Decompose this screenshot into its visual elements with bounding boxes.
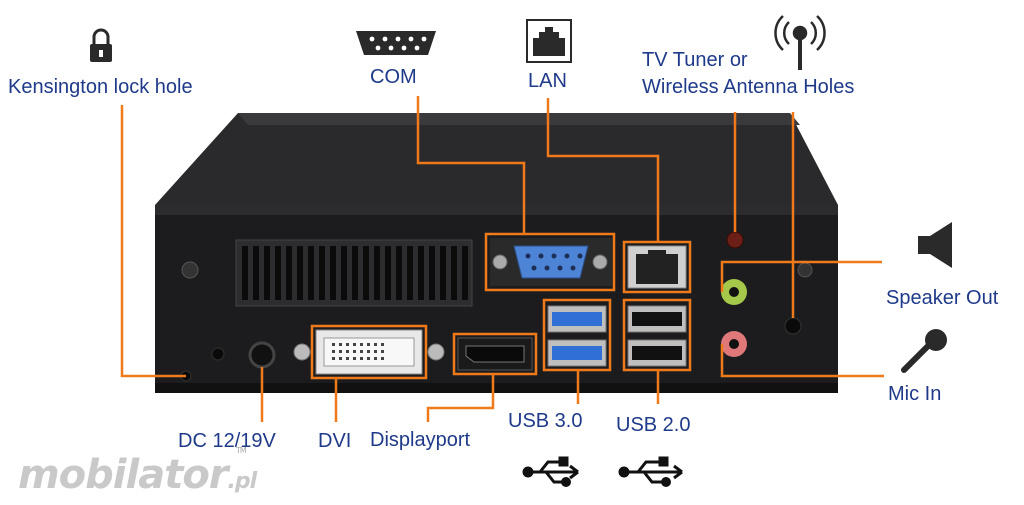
dvi-pin bbox=[367, 343, 370, 346]
vent-slat bbox=[297, 246, 303, 300]
dvi-pin bbox=[332, 350, 335, 353]
label-dvi: DVI bbox=[318, 430, 352, 452]
label-antenna-holes: Wireless Antenna Holes bbox=[642, 76, 855, 98]
dvi-pin bbox=[339, 343, 342, 346]
vent-slat bbox=[275, 246, 281, 300]
chassis-top bbox=[155, 113, 838, 205]
watermark-logo: mobilator.pl TM bbox=[18, 446, 258, 498]
usb-icon bbox=[618, 456, 683, 487]
serial-port-icon bbox=[356, 31, 436, 55]
label-lan: LAN bbox=[528, 70, 567, 92]
dvi-pin bbox=[346, 343, 349, 346]
vent-slat bbox=[407, 246, 413, 300]
dvi-pin bbox=[339, 357, 342, 360]
antenna-icon bbox=[774, 15, 826, 70]
microphone-icon bbox=[901, 329, 947, 373]
dvi-pin bbox=[374, 343, 377, 346]
dvi-pin bbox=[332, 343, 335, 346]
label-displayport: Displayport bbox=[370, 429, 471, 451]
dvi-pin bbox=[381, 350, 384, 353]
dvi-port bbox=[293, 329, 445, 375]
dvi-pin bbox=[332, 357, 335, 360]
label-tv-tuner: TV Tuner or bbox=[642, 49, 748, 71]
label-usb2: USB 2.0 bbox=[616, 414, 691, 436]
dc-jack bbox=[248, 341, 276, 369]
dvi-pin bbox=[367, 350, 370, 353]
vent-slat bbox=[352, 246, 358, 300]
dvi-pin bbox=[381, 343, 384, 346]
usb3-ports bbox=[547, 305, 607, 367]
com-port bbox=[490, 238, 612, 286]
vent-slat bbox=[286, 246, 292, 300]
displayport-port bbox=[457, 337, 533, 371]
usb2-ports bbox=[627, 305, 687, 367]
dvi-pin bbox=[353, 343, 356, 346]
vent-slat bbox=[253, 246, 259, 300]
vent-slat bbox=[396, 246, 402, 300]
lock-icon bbox=[90, 28, 112, 62]
label-dc: DC 12/19V bbox=[178, 430, 276, 452]
vent-slat bbox=[385, 246, 391, 300]
vent-slat bbox=[319, 246, 325, 300]
dvi-pin bbox=[339, 350, 342, 353]
vent-slat bbox=[341, 246, 347, 300]
dvi-pin bbox=[360, 350, 363, 353]
antenna-hole-2 bbox=[784, 317, 802, 335]
dvi-pin bbox=[374, 350, 377, 353]
vent-slat bbox=[374, 246, 380, 300]
vent-slat bbox=[429, 246, 435, 300]
antenna-hole-1 bbox=[726, 231, 744, 249]
screw-hole bbox=[211, 347, 225, 361]
vent-slat bbox=[440, 246, 446, 300]
label-speaker-out: Speaker Out bbox=[886, 287, 999, 309]
callouts bbox=[120, 96, 884, 422]
label-usb3: USB 3.0 bbox=[508, 410, 583, 432]
vent-slat bbox=[418, 246, 424, 300]
watermark-tm: TM bbox=[236, 446, 247, 455]
label-com: COM bbox=[370, 66, 417, 88]
dvi-pin bbox=[353, 350, 356, 353]
label-kensington: Kensington lock hole bbox=[8, 76, 193, 98]
dvi-pin bbox=[360, 343, 363, 346]
vent-slat bbox=[451, 246, 457, 300]
mic-in-jack bbox=[721, 331, 747, 357]
ethernet-icon bbox=[526, 19, 572, 63]
dvi-pin bbox=[374, 357, 377, 360]
dvi-pin bbox=[360, 357, 363, 360]
vent-slat bbox=[264, 246, 270, 300]
lan-port bbox=[627, 245, 687, 289]
dvi-pin bbox=[346, 357, 349, 360]
vent-slat bbox=[462, 246, 468, 300]
watermark-brand: mobilator bbox=[18, 452, 229, 498]
vent-slat bbox=[242, 246, 248, 300]
speaker-out-jack bbox=[721, 279, 747, 305]
dvi-pin bbox=[346, 350, 349, 353]
dvi-pin bbox=[367, 357, 370, 360]
vent-slat bbox=[330, 246, 336, 300]
dvi-pin bbox=[353, 357, 356, 360]
usb-icon bbox=[522, 456, 579, 487]
dvi-pin bbox=[381, 357, 384, 360]
vent-slat bbox=[308, 246, 314, 300]
watermark-suffix: .pl bbox=[227, 469, 258, 494]
speaker-icon bbox=[918, 222, 952, 268]
label-mic-in: Mic In bbox=[888, 383, 942, 405]
vent-slat bbox=[363, 246, 369, 300]
